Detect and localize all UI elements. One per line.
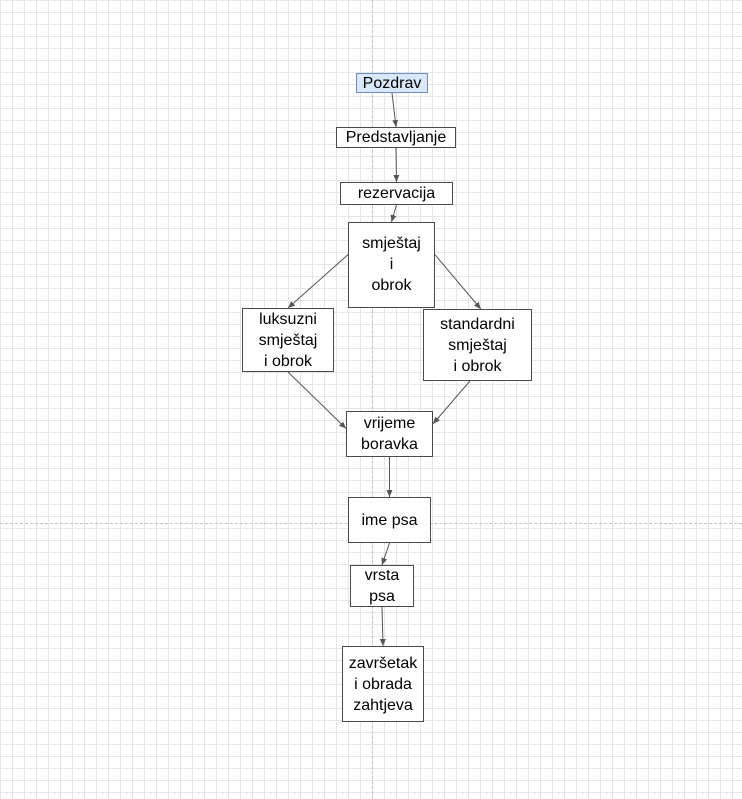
edge-ime_psa-to-vrsta_psa [381, 542, 390, 566]
node-predstavljanje[interactable]: Predstavljanje [336, 127, 456, 148]
node-pozdrav[interactable]: Pozdrav [356, 73, 428, 93]
node-luksuzni-smjestaj[interactable]: luksuzni smještaj i obrok [242, 308, 334, 372]
edge-vrsta_psa-to-zavrsetak [379, 606, 386, 647]
node-ime-psa[interactable]: ime psa [348, 497, 431, 543]
node-vrsta-psa[interactable]: vrsta psa [350, 565, 414, 607]
edge-smjestaj-to-standardni [434, 254, 482, 310]
node-vrijeme-boravka[interactable]: vrijeme boravka [346, 411, 433, 457]
edge-pozdrav-to-predstavljanje [391, 92, 399, 128]
edge-predstavljanje-to-rezervacija [393, 147, 400, 183]
edge-standardni-to-vrijeme [432, 380, 471, 425]
node-smjestaj-i-obrok[interactable]: smještaj i obrok [348, 222, 435, 308]
node-rezervacija[interactable]: rezervacija [340, 182, 453, 205]
edge-rezervacija-to-smjestaj [390, 204, 397, 223]
node-zavrsetak[interactable]: završetak i obrada zahtjeva [342, 646, 424, 722]
vertical-guide-line [372, 0, 373, 799]
edge-luksuzni-to-vrijeme [287, 371, 347, 429]
edge-smjestaj-to-luksuzni [287, 254, 349, 309]
node-standardni-smjestaj[interactable]: standardni smještaj i obrok [423, 309, 532, 381]
